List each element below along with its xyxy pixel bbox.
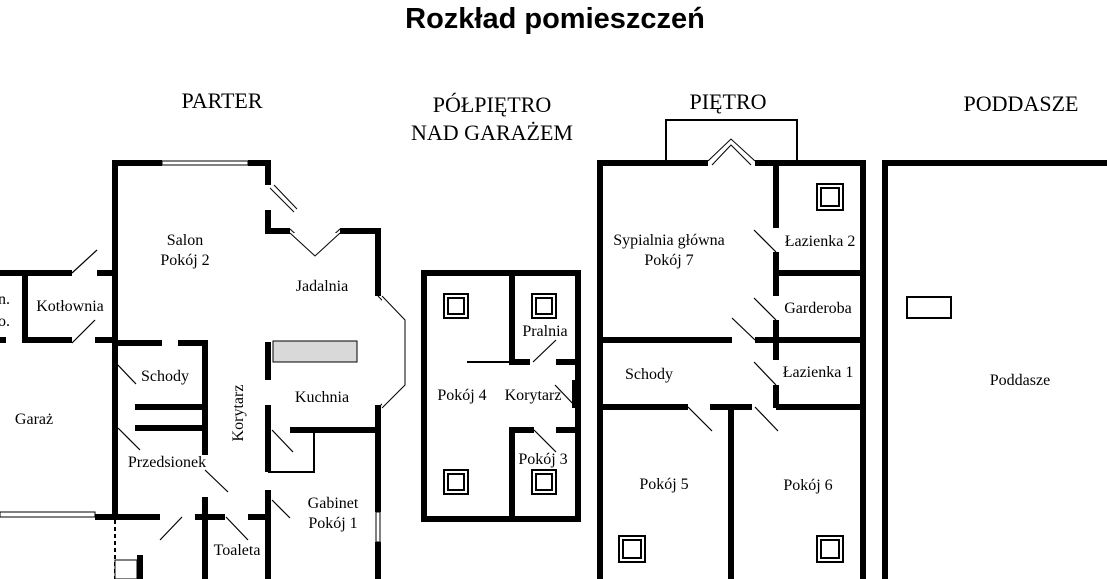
section-polpietro-line2: NAD GARAŻEM — [411, 120, 573, 145]
room-label-korytarz: Korytarz — [230, 385, 247, 442]
step — [114, 559, 138, 579]
door-swing — [114, 361, 137, 385]
skylight — [816, 535, 844, 563]
parter-plan — [0, 160, 406, 579]
room-label-sypialnia-number: Pokój 7 — [644, 252, 693, 269]
door-swing — [687, 406, 713, 432]
skylight — [443, 469, 469, 495]
skylight — [820, 187, 840, 207]
room-label-salon: Salon — [167, 232, 203, 249]
room-label-przedsionek: Przedsionek — [128, 454, 206, 471]
room-label-schody: Schody — [141, 368, 189, 385]
room-label-poddasze: Poddasze — [990, 372, 1050, 389]
door-swing — [532, 339, 557, 363]
skylight — [622, 539, 642, 559]
window — [381, 295, 406, 409]
window — [273, 184, 298, 210]
door-swing — [71, 249, 98, 274]
room-label-pokoj4: Pokój 4 — [437, 387, 486, 404]
skylight — [443, 293, 469, 319]
room-label-garderoba: Garderoba — [784, 300, 852, 317]
skylight — [531, 469, 557, 495]
room-label-fragment: o. — [0, 313, 10, 330]
skylight — [618, 535, 646, 563]
room-label-gabinet-number: Pokój 1 — [308, 515, 357, 532]
skylight — [535, 473, 553, 491]
balcony — [665, 119, 798, 163]
garage-door — [0, 511, 96, 518]
hatch — [906, 296, 952, 319]
room-label-lazienka1: Łazienka 1 — [783, 364, 854, 381]
room-label-pokoj3: Pokój 3 — [518, 451, 567, 468]
room-label-sypialnia: Sypialnia główna — [613, 232, 725, 249]
skylight — [447, 297, 465, 315]
room-label-pokoj6: Pokój 6 — [783, 477, 832, 494]
kitchen-counter — [272, 340, 358, 363]
pietro-plan — [597, 119, 866, 579]
door-swing — [533, 429, 557, 453]
pantry — [268, 429, 315, 473]
room-label-korytarz-polpietro: Korytarz — [505, 387, 562, 404]
door-swing — [731, 317, 756, 341]
door-swing — [753, 361, 777, 386]
door-swing — [554, 384, 578, 409]
room-label-jadalnia: Jadalnia — [296, 278, 348, 295]
room-label-pokoj5: Pokój 5 — [639, 476, 688, 493]
window — [289, 232, 341, 257]
skylight — [816, 183, 844, 211]
section-polpietro-line1: PÓŁPIĘTRO — [433, 92, 552, 117]
poddasze-plan — [882, 160, 1107, 579]
room-label-kotlownia: Kotłownia — [36, 298, 104, 315]
door-swing — [754, 406, 779, 432]
window — [161, 160, 249, 166]
skylight — [531, 293, 557, 319]
door-swing — [271, 429, 294, 453]
room-label-fragment: n. — [0, 291, 10, 308]
room-label-garaz: Garaż — [15, 411, 53, 428]
room-label-kuchnia: Kuchnia — [295, 389, 349, 406]
door-swing — [159, 516, 183, 541]
room-label-pralnia: Pralnia — [522, 323, 567, 340]
window — [375, 511, 381, 543]
window — [269, 187, 295, 213]
window — [711, 144, 752, 166]
section-parter: PARTER — [181, 88, 262, 113]
door-swing — [225, 516, 249, 541]
skylight — [535, 297, 553, 315]
section-poddasze: PODDASZE — [964, 91, 1079, 116]
section-pietro: PIĘTRO — [690, 89, 767, 114]
room-label-salon-number: Pokój 2 — [160, 252, 209, 269]
skylight — [820, 539, 840, 559]
door-swing — [753, 297, 777, 321]
polpietro-plan — [421, 270, 581, 522]
room-label-toaleta: Toaleta — [214, 542, 261, 559]
door-swing — [117, 427, 141, 451]
room-label-gabinet: Gabinet — [308, 495, 359, 512]
door-swing — [753, 229, 777, 253]
diagram-title: Rozkład pomieszczeń — [405, 3, 705, 35]
room-label-schody-pietro: Schody — [625, 366, 673, 383]
door-swing — [204, 469, 229, 493]
door-swing — [71, 319, 96, 344]
room-label-lazienka2: Łazienka 2 — [785, 233, 856, 250]
door-swing — [271, 499, 291, 519]
skylight — [447, 473, 465, 491]
